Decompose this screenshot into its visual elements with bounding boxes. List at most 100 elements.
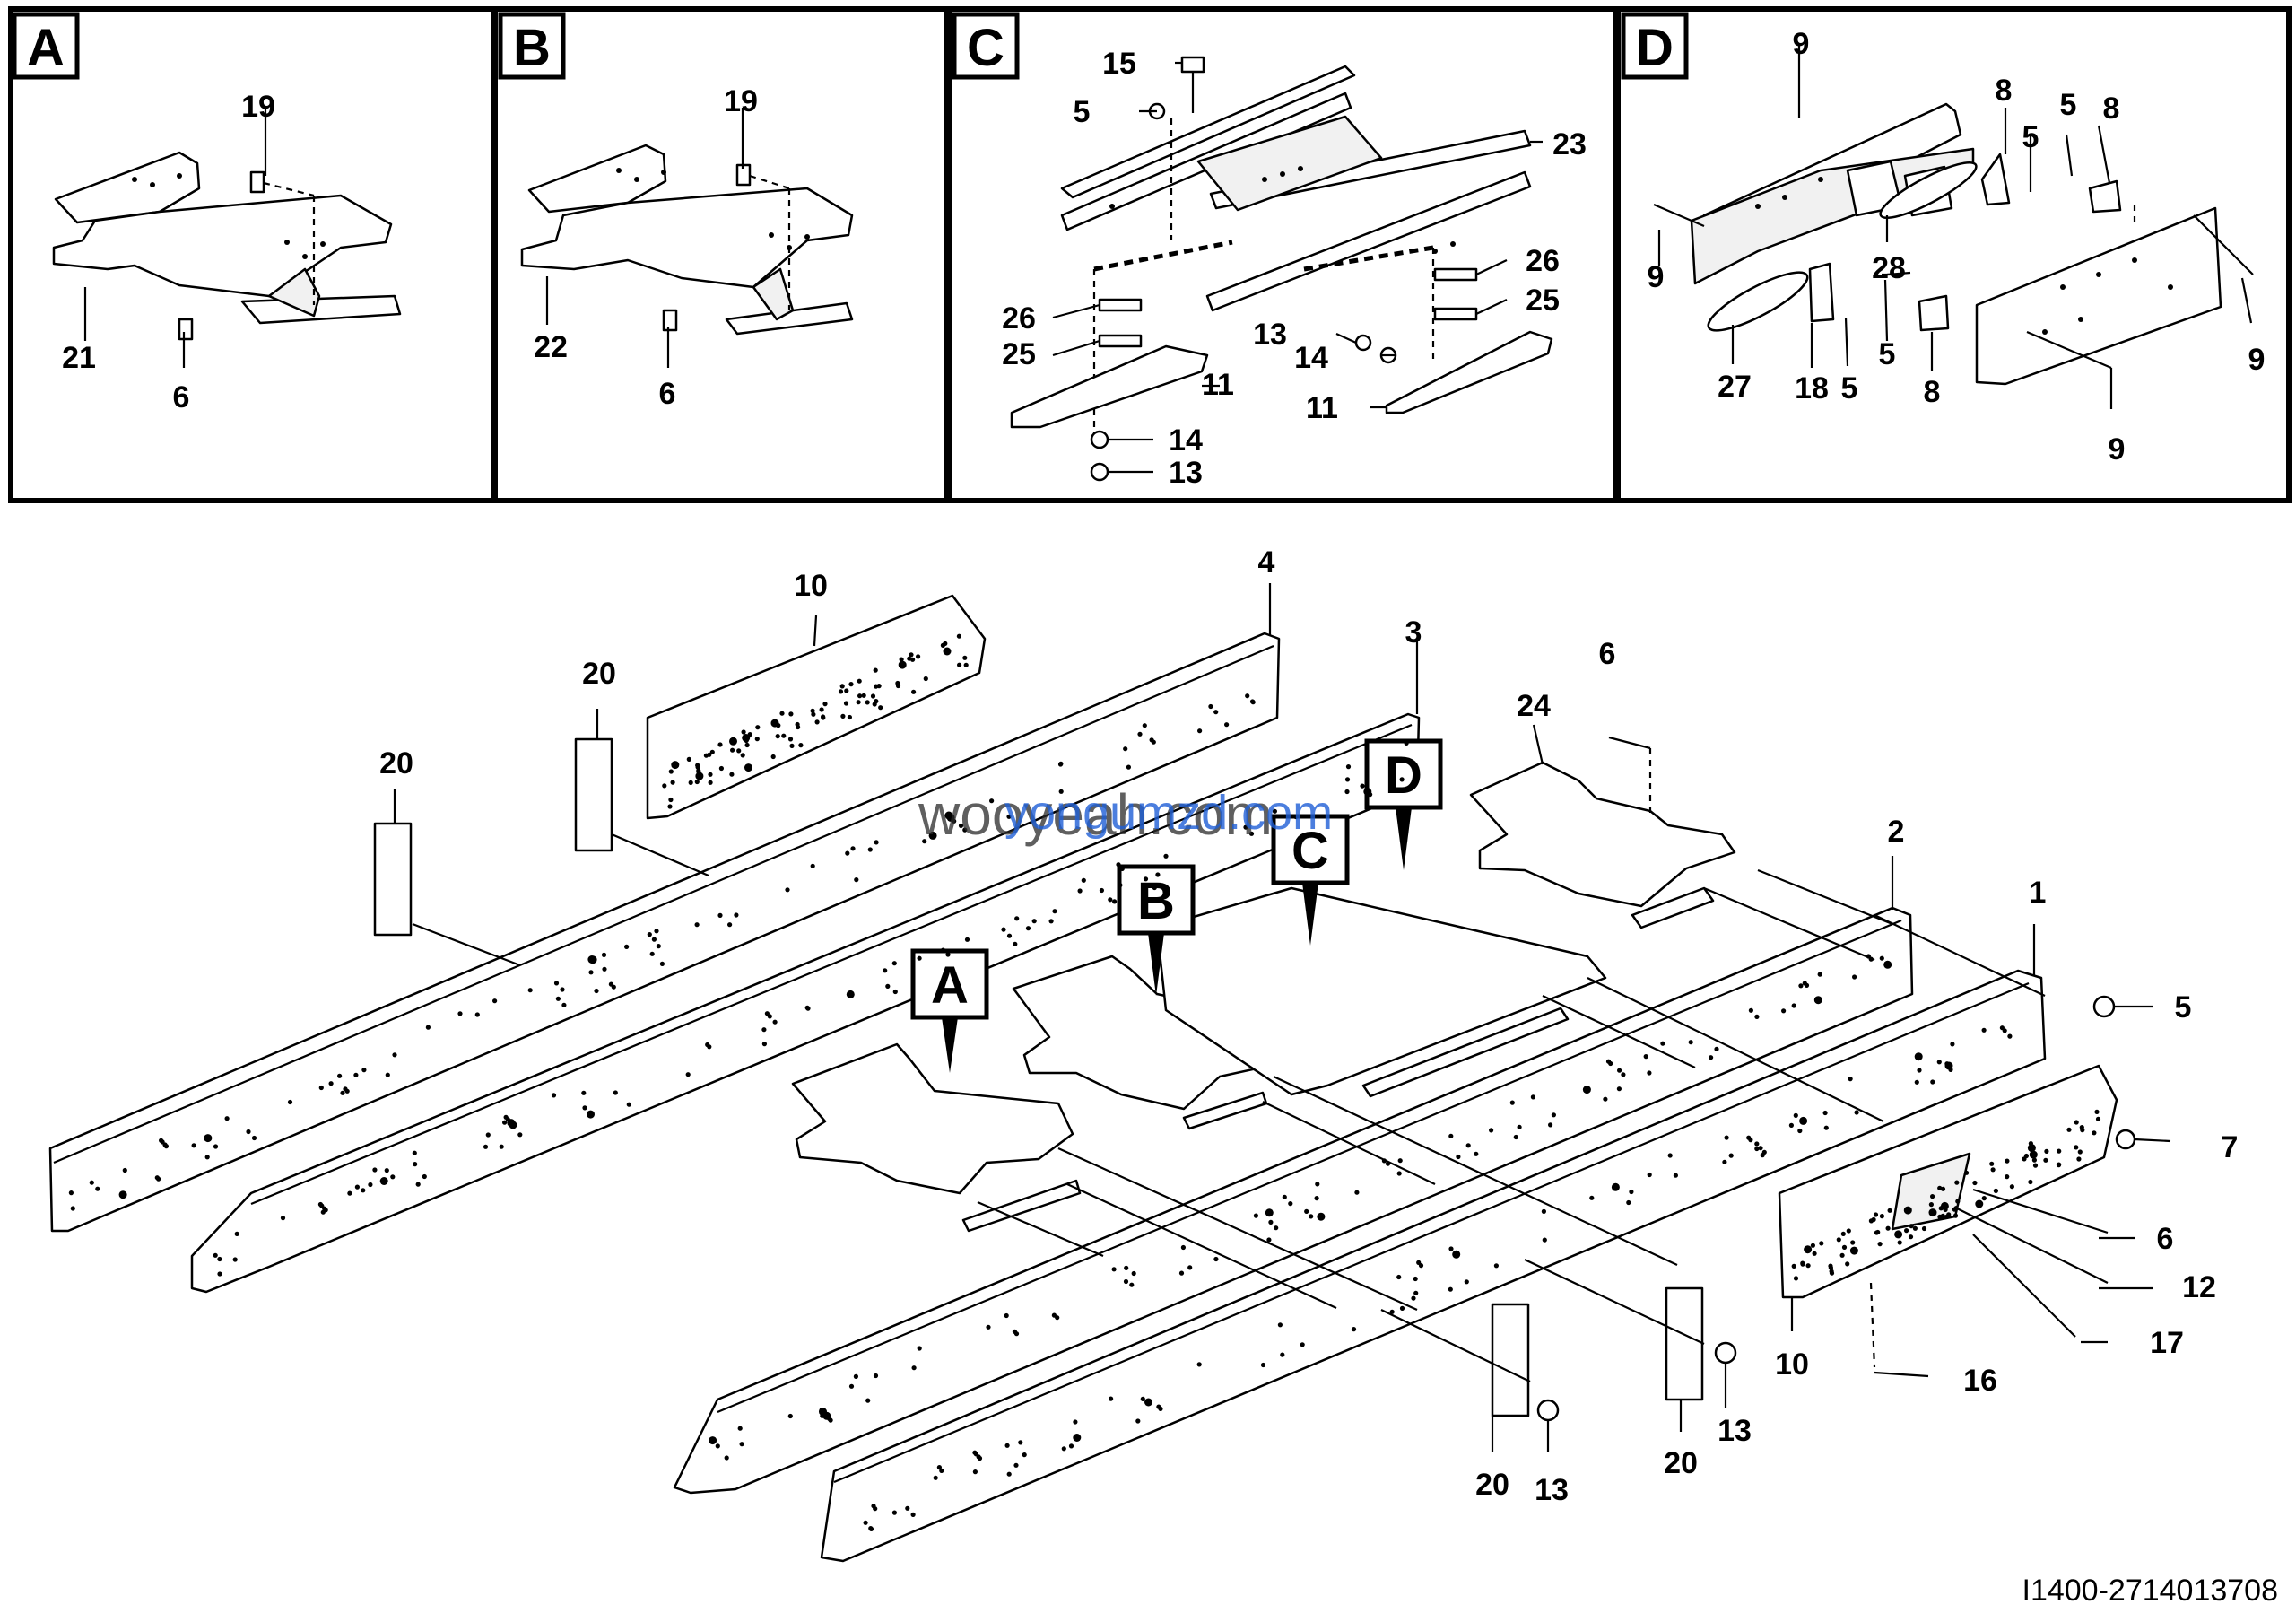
mounting-hole (1629, 1189, 1634, 1195)
mounting-hole (1797, 1128, 1803, 1134)
mounting-hole (328, 1081, 334, 1086)
mounting-hole (1754, 1146, 1760, 1152)
mounting-hole (739, 1442, 744, 1447)
mounting-hole (122, 1167, 127, 1173)
mounting-hole (744, 737, 749, 744)
mounting-hole (1850, 1240, 1856, 1245)
mounting-hole (989, 798, 995, 804)
mounting-hole (2095, 1116, 2101, 1121)
mounting-hole (234, 1231, 239, 1236)
mounting-hole (517, 1132, 523, 1138)
mounting-hole (287, 1099, 293, 1105)
mounting-hole (1667, 1153, 1673, 1158)
mounting-hole (1813, 996, 1822, 1005)
mounting-hole (1137, 731, 1143, 737)
mounting-hole (789, 743, 795, 749)
detail-panel-d: D 9 8 5 8 (1615, 6, 2292, 503)
mounting-hole (1197, 728, 1203, 734)
mounting-hole (1381, 1158, 1387, 1164)
watermark-text: wooyeah.com (918, 782, 1273, 847)
mounting-hole (2002, 1028, 2007, 1033)
mounting-hole (662, 783, 667, 789)
mounting-hole (1277, 1322, 1283, 1328)
mounting-hole (594, 988, 599, 994)
mounting-hole (798, 743, 804, 748)
mounting-hole (1196, 1362, 1202, 1367)
mounting-hole (1852, 974, 1857, 980)
mounting-hole (744, 742, 750, 748)
mounting-hole (846, 990, 855, 998)
mounting-hole (485, 1132, 491, 1138)
mounting-hole (1938, 1206, 1944, 1211)
mounting-hole (895, 683, 901, 689)
gusset-plate-20-bottom-right (1665, 1286, 1704, 1401)
mounting-hole (911, 1365, 917, 1371)
mounting-hole (347, 1190, 352, 1196)
mounting-hole (1272, 808, 1277, 814)
mounting-hole (1621, 1072, 1626, 1077)
mounting-hole (1724, 1135, 1729, 1140)
callout-c-letter: C (1292, 822, 1329, 880)
callout-b: B (1117, 864, 1196, 996)
mounting-hole (1788, 1122, 1794, 1128)
mounting-hole (2077, 1149, 2083, 1155)
mounting-hole (1300, 1342, 1305, 1347)
mounting-hole (1643, 1054, 1648, 1060)
mounting-hole (1317, 1212, 1326, 1221)
mounting-hole (845, 850, 850, 856)
mounting-hole (977, 1455, 983, 1461)
callout-a: A (910, 948, 989, 1073)
mounting-hole (483, 1144, 489, 1149)
mounting-hole (651, 937, 657, 942)
detail-panel-b: B 19 22 6 (492, 6, 950, 503)
mounting-hole (1245, 693, 1250, 699)
mounting-hole (1928, 1208, 1937, 1217)
mounting-hole (779, 711, 785, 716)
detail-panel-a: A 19 21 6 (8, 6, 496, 503)
mounting-hole (1964, 1170, 1970, 1175)
mounting-hole (1151, 739, 1156, 745)
mounting-hole (1057, 762, 1064, 767)
mounting-hole (1617, 1068, 1622, 1073)
mounting-hole (811, 711, 816, 717)
panel-b-label-22: 22 (534, 330, 568, 364)
panel-d-label-18: 18 (1795, 371, 1829, 406)
mounting-hole (892, 989, 898, 995)
mounting-hole (1006, 1471, 1012, 1477)
mounting-hole (911, 689, 917, 694)
mounting-hole (1879, 955, 1884, 961)
mounting-hole (1873, 1212, 1879, 1217)
mounting-hole (1871, 1216, 1876, 1223)
gusset-plate-20-bottom-left (1491, 1303, 1530, 1417)
mounting-hole (840, 713, 846, 719)
mounting-hole (1243, 824, 1248, 830)
mounting-hole (1288, 1201, 1293, 1207)
main-exploded-view: A B C D 10 4 3 20 20 24 6 2 1 5 7 6 (48, 545, 2238, 1563)
mounting-hole (1465, 1143, 1471, 1148)
mounting-hole (602, 966, 607, 972)
mounting-hole (843, 701, 849, 706)
mounting-hole (354, 1184, 360, 1190)
mounting-hole (474, 1012, 480, 1017)
mounting-hole (939, 1468, 944, 1473)
mounting-hole (1611, 1182, 1620, 1191)
mounting-hole (1493, 1263, 1499, 1269)
crossmember-b (1012, 955, 1275, 1111)
mounting-hole (1099, 887, 1104, 894)
mounting-hole (891, 961, 897, 966)
mounting-hole (911, 949, 917, 955)
main-label-20-left: 20 (379, 746, 413, 780)
mounting-hole (1810, 1243, 1815, 1248)
mounting-hole (1817, 972, 1822, 977)
mounting-hole (1804, 982, 1810, 988)
mounting-hole (1936, 1060, 1942, 1065)
mounting-hole (626, 1102, 631, 1107)
mounting-hole (509, 1121, 517, 1129)
mounting-hole (1822, 1110, 1828, 1116)
mounting-hole (1413, 1276, 1418, 1282)
mounting-hole (785, 887, 790, 893)
callout-d: D (1364, 738, 1443, 870)
panel-d-label-5-upper: 5 (2022, 120, 2039, 154)
mounting-hole (685, 1072, 691, 1077)
mounting-hole (1908, 1234, 1914, 1240)
